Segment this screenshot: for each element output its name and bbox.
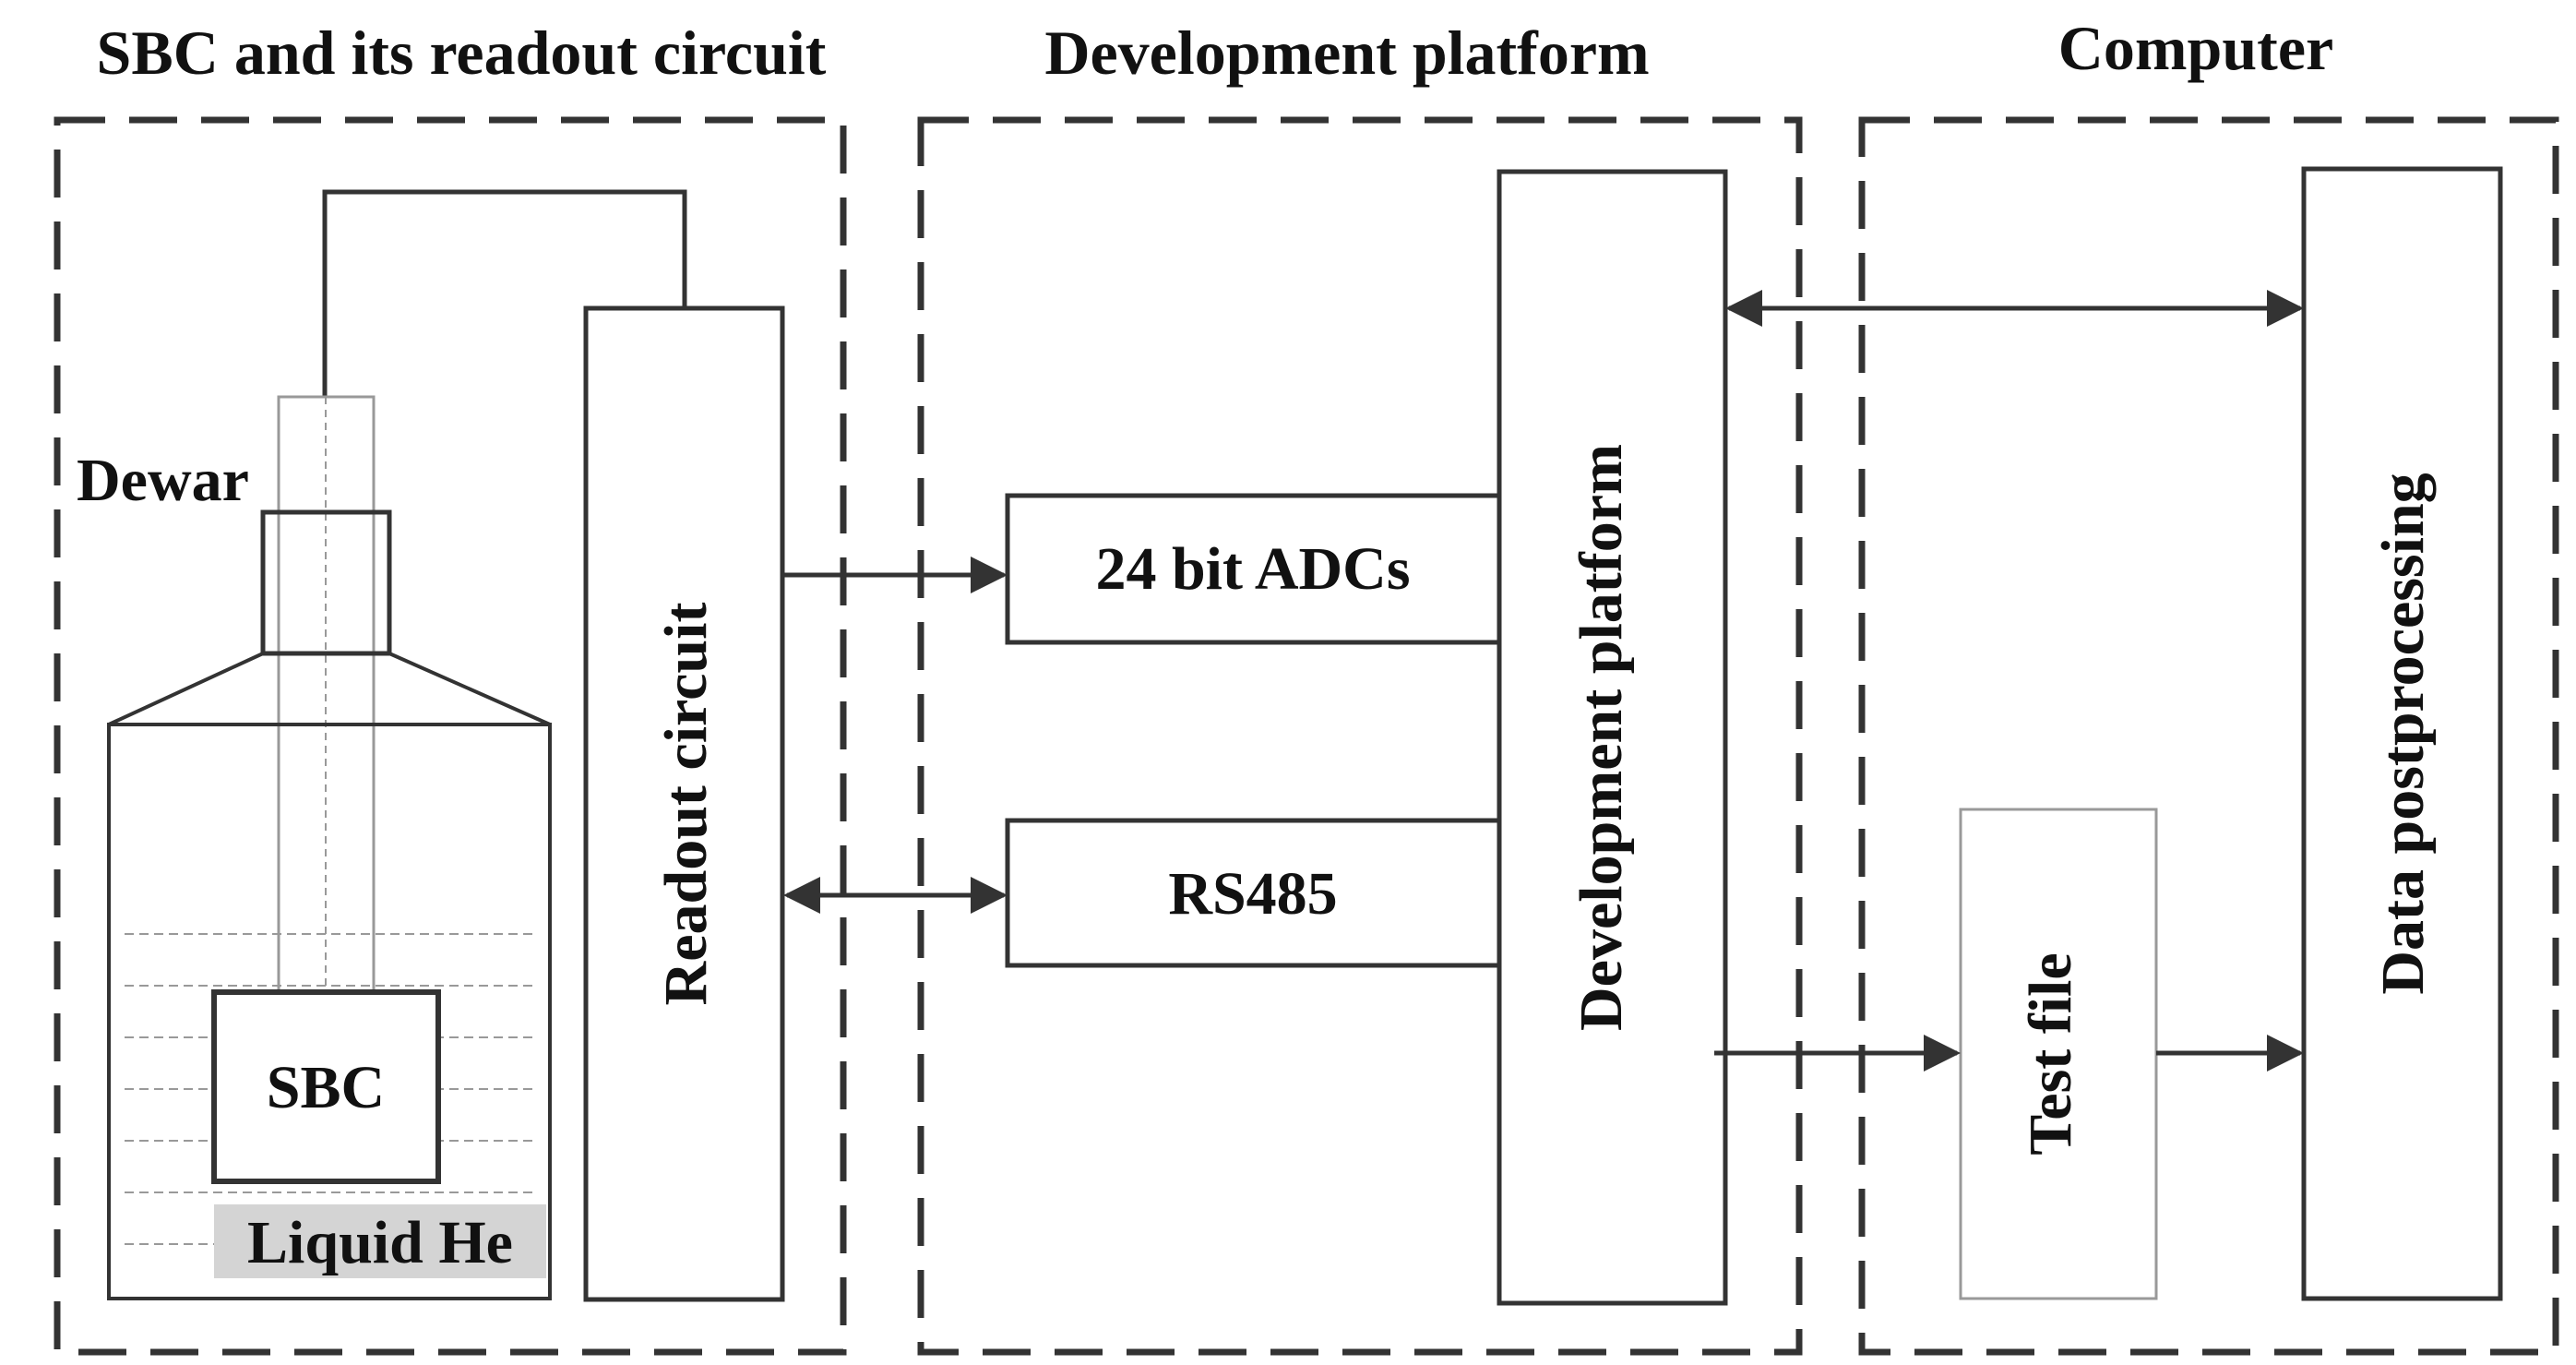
liquid-he-label: Liquid He xyxy=(247,1209,513,1276)
dev-platform-label: Development platform xyxy=(1568,444,1635,1031)
sbc-label: SBC xyxy=(267,1054,385,1121)
probe-cable xyxy=(322,189,687,397)
liquid-he-label-bg xyxy=(214,1204,546,1278)
dev-platform-box xyxy=(1497,169,1728,1306)
sbc-box xyxy=(211,989,441,1184)
section-border-platform xyxy=(917,116,1803,1356)
adc-label: 24 bit ADCs xyxy=(1095,535,1410,603)
section-title-computer: Computer xyxy=(2058,13,2333,83)
readout-circuit-label: Readout circuit xyxy=(652,603,720,1006)
adc-box xyxy=(1005,493,1502,645)
rs485-label: RS485 xyxy=(1168,860,1337,928)
postprocessing-box xyxy=(2301,166,2503,1301)
section-border-sbc xyxy=(54,116,847,1356)
postprocessing-label: Data postprocessing xyxy=(2369,473,2437,994)
dewar-shoulder xyxy=(108,652,551,726)
section-border-computer xyxy=(1858,116,2559,1356)
test-file-box xyxy=(1959,808,2158,1300)
dewar-body xyxy=(107,723,552,1300)
test-file-label: Test file xyxy=(2017,952,2084,1155)
dewar-label: Dewar xyxy=(77,447,249,514)
readout-circuit-box xyxy=(583,305,785,1302)
section-title-sbc: SBC and its readout circuit xyxy=(97,18,827,88)
section-title-platform: Development platform xyxy=(1044,18,1649,88)
